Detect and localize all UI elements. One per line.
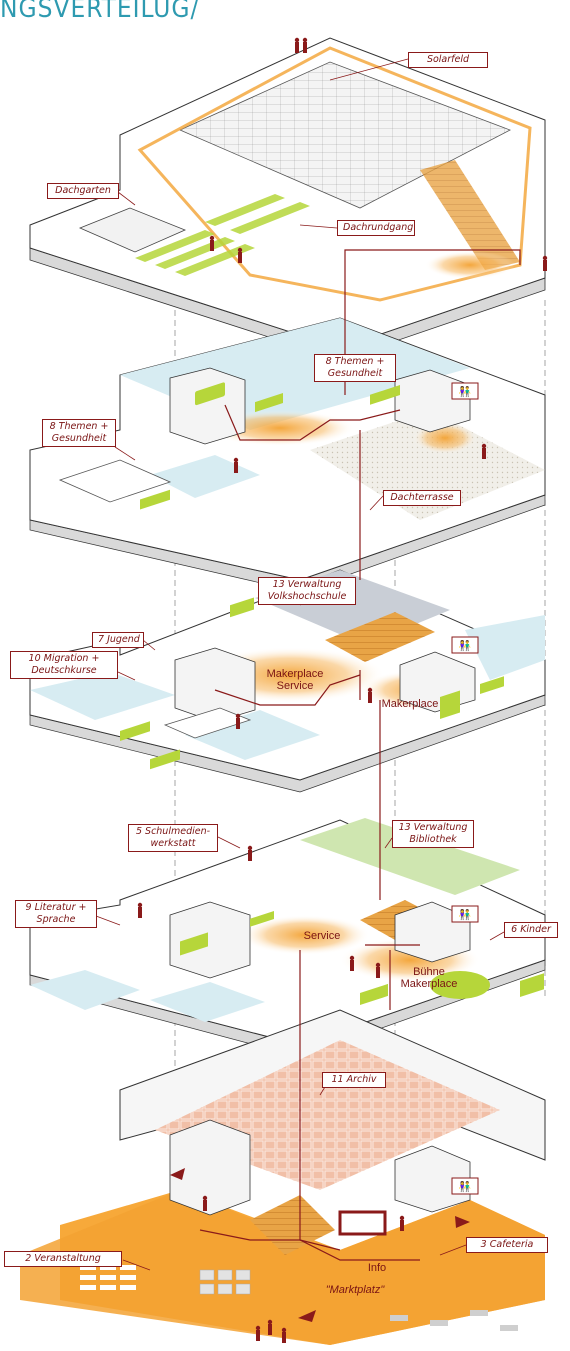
label-dachrundgang: Dachrundgang: [337, 220, 415, 236]
person-l0-1: [202, 1195, 208, 1211]
level2-room-green: [300, 818, 520, 895]
person-l0-2: [399, 1215, 405, 1231]
level2-kinder-circle: [430, 971, 490, 999]
person-entry-2: [267, 1319, 273, 1335]
person-roof-5: [542, 255, 548, 271]
level3-room-blue-1: [30, 672, 175, 720]
label-dachterrasse: Dachterrasse: [383, 490, 461, 506]
level2-room-blue-2: [150, 982, 265, 1022]
label-solarfeld: Solarfeld: [408, 52, 488, 68]
level2-glow-1: [240, 915, 370, 955]
person-roof-1: [294, 37, 300, 53]
label-kinder: 6 Kinder: [504, 922, 558, 938]
ground-core-right: [394, 1145, 471, 1213]
person-l2-4: [375, 962, 381, 978]
label-jugend: 7 Jugend: [92, 632, 144, 648]
person-l2-2: [137, 902, 143, 918]
level4-core-left: [169, 367, 246, 445]
people: [137, 37, 548, 1343]
person-l2-1: [247, 845, 253, 861]
label-literatur: 9 Literatur + Sprache: [15, 900, 97, 928]
page-title: NGSVERTEILUG/: [0, 0, 200, 24]
label-info: Info: [367, 1262, 387, 1274]
label-archiv: 11 Archiv: [322, 1072, 386, 1088]
entrance-arrow-left: [170, 1168, 185, 1180]
ground-seating: [80, 1265, 136, 1290]
level3-core-left: [174, 647, 256, 723]
label-themen-top: 8 Themen + Gesundheit: [314, 354, 396, 382]
garden-beds: [135, 194, 310, 276]
label-makerplace-service: Makerplace Service: [266, 668, 324, 692]
level2-core-right: [394, 901, 471, 963]
roof-glow: [425, 251, 515, 279]
level4-court: [58, 459, 172, 503]
ground-tables-grey: [199, 1269, 251, 1295]
level3-stair: [325, 612, 435, 662]
person-entry-3: [281, 1327, 287, 1343]
ground-slab-top: [20, 1190, 545, 1345]
person-roof-3: [209, 235, 215, 251]
level-4: 👫: [29, 317, 546, 593]
level3-room-blue-3: [465, 615, 545, 680]
level2-core-left: [169, 901, 251, 979]
person-l4-2: [481, 443, 487, 459]
roof-garden-court: [78, 207, 187, 253]
person-l2-3: [349, 955, 355, 971]
wc-icon-l0: 👫: [459, 1180, 472, 1193]
person-roof-2: [302, 37, 308, 53]
level3-table: [163, 707, 252, 739]
label-service: Service: [303, 930, 341, 942]
wc-sign-l2: [451, 905, 479, 923]
person-entry-1: [255, 1325, 261, 1341]
entrance-arrow-bottom: [298, 1310, 316, 1322]
info-desk: [338, 1210, 387, 1236]
level-2: 👫: [29, 818, 546, 1058]
label-migration: 10 Migration + Deutschkurse: [10, 651, 118, 679]
wc-icon-l3: 👫: [459, 639, 472, 652]
entrance-arrows: [170, 1168, 470, 1322]
person-l4-1: [233, 457, 239, 473]
label-cafeteria: 3 Cafeteria: [466, 1237, 548, 1253]
label-verwaltung-vhs: 13 Verwaltung Volkshochschule: [258, 577, 356, 605]
ground-outside-tables: [390, 1310, 518, 1331]
person-l3-2: [367, 687, 373, 703]
circulation-lines: [199, 249, 521, 1261]
label-veranstaltung: 2 Veranstaltung: [4, 1251, 122, 1267]
person-roof-4: [237, 247, 243, 263]
wc-icon-l4: 👫: [459, 385, 472, 398]
label-makerplace: Makerplace: [381, 698, 439, 710]
level2-room-blue-1: [30, 970, 140, 1010]
wc-sign-l0: [451, 1177, 479, 1195]
label-themen-left: 8 Themen + Gesundheit: [42, 419, 116, 447]
ground-core-left: [169, 1119, 251, 1216]
entrance-arrow-right: [455, 1216, 470, 1228]
wc-sign-l4: [451, 382, 479, 400]
level4-room-blue-2: [150, 455, 260, 498]
label-buehne: Bühne Makerplace: [400, 966, 458, 990]
level2-furniture: [180, 910, 544, 1006]
label-dachgarten: Dachgarten: [47, 183, 119, 199]
label-marktplatz: "Marktplatz": [325, 1284, 385, 1296]
label-verwaltung-bib: 13 Verwaltung Bibliothek: [392, 820, 474, 848]
level4-core-right: [394, 369, 471, 433]
level3-furniture: [120, 597, 504, 770]
roof-stair: [420, 160, 520, 270]
level3-room-blue-2: [185, 710, 320, 760]
level4-dachterrasse: [310, 410, 545, 520]
label-schulmedienwerkstatt: 5 Schulmedien- werkstatt: [128, 824, 218, 852]
wc-icon-l2: 👫: [459, 908, 472, 921]
wc-sign-l3: [451, 636, 479, 654]
person-l3-1: [235, 713, 241, 729]
roof-level: [29, 37, 546, 361]
ground-level: 👫: [20, 1009, 546, 1345]
